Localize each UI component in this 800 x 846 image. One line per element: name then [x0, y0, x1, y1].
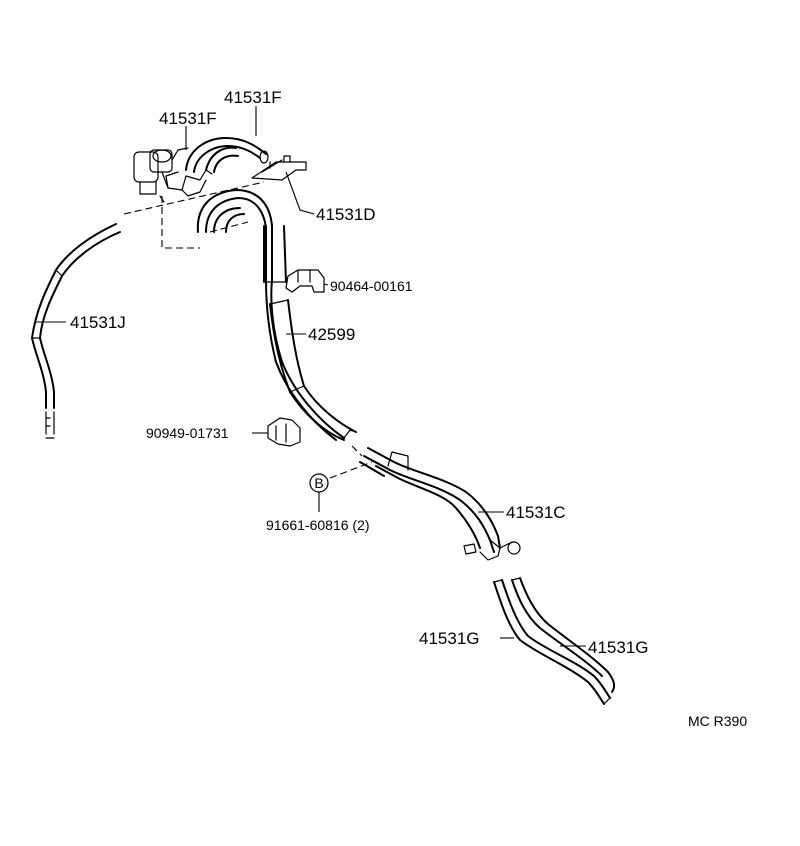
guide-line [123, 181, 265, 215]
guide-line [351, 445, 363, 457]
guide-line [209, 221, 249, 233]
bolt-marker: B [309, 473, 329, 493]
label-41531f-lower: 41531F [159, 109, 217, 128]
leader-line [285, 171, 315, 215]
label-91661-60816: 91661-60816 (2) [266, 517, 370, 533]
tube-41531g [493, 577, 616, 705]
clip-90464-00161 [285, 269, 325, 293]
bolt-marker-letter: B [314, 475, 323, 491]
label-90464-00161: 90464-00161 [330, 278, 413, 294]
vacuum-valve-assembly [133, 147, 213, 203]
label-41531g-right: 41531G [588, 638, 649, 657]
leader-line [323, 283, 329, 286]
label-41531d: 41531D [316, 205, 376, 224]
hose-41531f [185, 137, 269, 173]
label-90949-01731: 90949-01731 [146, 425, 229, 441]
guide-line [161, 196, 200, 249]
label-41531g-left: 41531G [419, 629, 480, 648]
label-41531c: 41531C [506, 503, 566, 522]
label-41531j: 41531J [70, 313, 126, 332]
label-42599: 42599 [308, 325, 355, 344]
figure-code: MC R390 [688, 713, 747, 729]
tube-41531c [359, 447, 521, 561]
clip-90949-01731 [267, 417, 301, 447]
hose-42599 [196, 189, 357, 441]
hose-41531j [31, 223, 121, 439]
bracket-41531d [251, 155, 307, 181]
label-41531f-upper: 41531F [224, 88, 282, 107]
